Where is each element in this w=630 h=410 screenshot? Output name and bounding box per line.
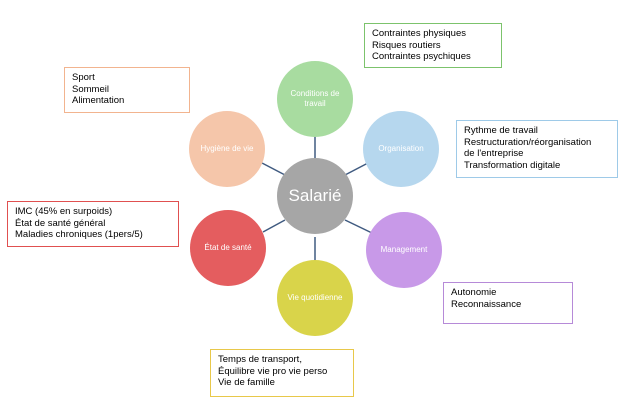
box-line: Temps de transport, xyxy=(218,354,302,365)
box-line: Reconnaissance xyxy=(451,298,522,310)
connector-management xyxy=(344,219,373,234)
node-label: Vie quotidienne xyxy=(287,293,343,302)
box-line: Restructuration/réorganisation xyxy=(464,136,592,148)
center-node-salarie: Salarié xyxy=(277,158,353,234)
box-vie-quotidienne: Temps de transport, Équilibre vie pro vi… xyxy=(210,349,354,397)
box-etat-de-sante: IMC (45% en surpoids) État de santé géné… xyxy=(7,201,179,247)
node-hygiene-de-vie: Hygiène de vie xyxy=(189,111,265,187)
connector-etat-sante xyxy=(262,219,286,233)
box-line: Rythme de travail xyxy=(464,125,538,136)
node-label: Management xyxy=(380,245,428,254)
box-line: Vie de famille xyxy=(218,377,275,388)
node-label: État de santé xyxy=(204,243,252,252)
box-line: Contraintes psychiques xyxy=(372,51,471,62)
box-management: Autonomie Reconnaissance xyxy=(443,282,573,324)
box-line: Sommeil xyxy=(72,83,109,95)
node-vie-quotidienne: Vie quotidienne xyxy=(277,260,353,336)
box-line: État de santé général xyxy=(15,217,106,229)
node-label: Conditions de travail xyxy=(290,89,340,108)
box-organisation: Rythme de travail Restructuration/réorga… xyxy=(456,120,618,178)
node-label: Hygiène de vie xyxy=(200,144,254,153)
node-etat-de-sante: État de santé xyxy=(190,210,266,286)
box-line: Alimentation xyxy=(72,95,125,106)
connector-hygiene xyxy=(261,162,286,176)
box-line: Sport xyxy=(72,72,95,83)
box-conditions-de-travail: Contraintes physiques Risques routiers C… xyxy=(364,23,502,68)
center-node-label: Salarié xyxy=(288,186,342,205)
box-line: de l'entreprise xyxy=(464,148,524,159)
box-hygiene-de-vie: Sport Sommeil Alimentation xyxy=(64,67,190,113)
node-conditions-de-travail: Conditions de travail xyxy=(277,61,353,137)
box-line: Risques routiers xyxy=(372,39,441,51)
box-line: Contraintes physiques xyxy=(372,28,466,39)
box-line: Transformation digitale xyxy=(464,159,561,171)
box-line: IMC (45% en surpoids) xyxy=(15,206,113,217)
node-label: Organisation xyxy=(378,144,424,153)
box-line: Autonomie xyxy=(451,287,497,298)
node-management: Management xyxy=(366,212,442,288)
box-line: Équilibre vie pro vie perso xyxy=(218,365,328,377)
node-organisation: Organisation xyxy=(363,111,439,187)
connector-organisation xyxy=(344,162,369,176)
box-line: Maladies chroniques (1pers/5) xyxy=(15,229,143,240)
